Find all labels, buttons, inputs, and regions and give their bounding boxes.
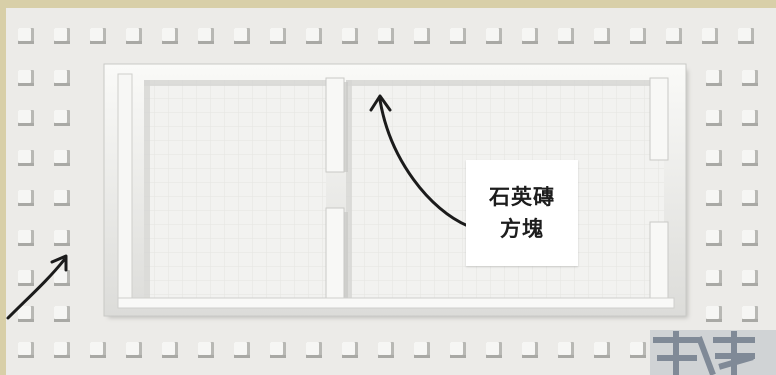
material-label: 石英磚 方塊 xyxy=(466,160,578,266)
arrow-icon xyxy=(6,254,68,320)
bottom-ledge xyxy=(117,297,675,309)
material-label-line1: 石英磚 xyxy=(489,185,555,209)
material-label-line2: 方塊 xyxy=(500,217,544,241)
right-wall-upper xyxy=(649,77,669,161)
right-wall-lower xyxy=(649,221,669,305)
arrow-icon xyxy=(369,94,470,228)
divider-upper xyxy=(325,77,345,173)
divider-lower xyxy=(325,207,345,303)
room-left-floor xyxy=(144,80,326,298)
watermark-logo xyxy=(650,330,776,375)
left-wall xyxy=(117,73,133,307)
